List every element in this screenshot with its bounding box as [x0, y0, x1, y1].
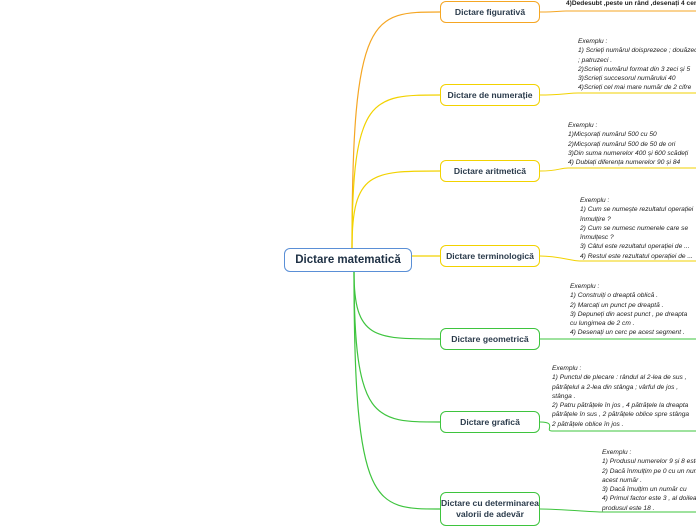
connector-0	[351, 11, 441, 249]
note-line: Exemplu :	[568, 122, 598, 129]
note-line: Exemplu :	[602, 449, 632, 456]
note-line: stânga .	[552, 392, 576, 400]
note-line: produsul este 18 .	[602, 504, 655, 512]
branch-dictare-grafica[interactable]: Dictare grafică	[440, 411, 540, 433]
connector-2	[351, 170, 441, 249]
note-dictare-figurativa: 4)Dedesubt ,peste un rând ,desenați 4 ce…	[566, 0, 696, 8]
note-line: 1) Cum se numește rezultatul operației	[580, 206, 694, 214]
note-dictare-valoare-adevar: Exemplu : 1) Produsul numerelor 9 și 8 es…	[602, 448, 696, 513]
note-connector-1	[539, 92, 696, 96]
note-line: 2 pătrățele oblice în jos .	[552, 420, 624, 428]
note-connector-3	[539, 255, 696, 262]
note-line: 2)Micșorați numărul 500 de 50 de ori	[568, 140, 676, 148]
note-connector-0	[539, 10, 696, 13]
note-line: 2) Dacă înmulțim pe 0 cu un număr	[602, 467, 696, 475]
branch-dictare-valoare-adevar[interactable]: Dictare cu determinarea valorii de adevă…	[440, 492, 540, 526]
note-line: 1) Punctul de plecare : rândul al 2-lea …	[552, 374, 687, 382]
note-line: pătrățele în sus , 2 pătrățele oblice sp…	[552, 411, 690, 419]
branch-dictare-terminologica[interactable]: Dictare terminologică	[440, 245, 540, 267]
note-line: 3) Câtul este rezultatul operației de ..…	[580, 243, 690, 251]
note-line: 2) Marcați un punct pe dreaptă .	[570, 301, 664, 309]
note-line: acest număr .	[602, 476, 642, 484]
note-line: 4) Primul factor este 3 , al doilea	[602, 495, 696, 503]
branch-dictare-figurativa[interactable]: Dictare figurativă	[440, 1, 540, 23]
note-line: ; patruzeci .	[578, 56, 613, 64]
note-connector-5	[539, 421, 696, 432]
note-line: 4) Dublați diferența numerelor 90 și 84	[568, 159, 681, 167]
note-connector-6	[539, 508, 696, 513]
note-line: Exemplu :	[552, 365, 582, 372]
note-line: 1) Construiți o dreaptă oblică .	[570, 292, 658, 300]
note-line: 3)Din suma numerelor 400 și 600 scădeți	[568, 149, 689, 157]
branch-dictare-geometrica[interactable]: Dictare geometrică	[440, 328, 540, 350]
note-line: înmulțire ?	[580, 215, 611, 223]
note-line: 1) Scrieți numărul doisprezece ; douăzec…	[578, 47, 696, 55]
note-line: pătrățelul a 2-lea din stânga ; vârful d…	[552, 383, 679, 391]
note-line: Exemplu :	[578, 38, 608, 45]
note-line: 3)Scrieți succesorul numărului 40	[578, 75, 676, 83]
connector-4	[353, 271, 441, 340]
note-line: cu lungimea de 2 cm .	[570, 320, 635, 328]
connector-5	[353, 271, 441, 423]
branch-dictare-aritmetica[interactable]: Dictare aritmetică	[440, 160, 540, 182]
note-line: Exemplu :	[580, 197, 610, 204]
note-line: 4) Desenați un cerc pe acest segment .	[570, 329, 685, 337]
note-line: 3) Depuneți din acest punct , pe dreapta	[570, 310, 688, 318]
connector-1	[351, 94, 441, 249]
note-line: 2)Scrieți numărul format din 3 zeci și 5	[578, 65, 691, 73]
root-node[interactable]: Dictare matematică	[284, 248, 412, 272]
note-dictare-terminologica: Exemplu : 1) Cum se numește rezultatul op…	[580, 196, 696, 261]
note-line: 1)Micșorați numărul 500 cu 50	[568, 131, 657, 139]
note-line: 2) Patru pătrățele în jos , 4 pătrățele …	[552, 402, 689, 410]
note-line: Exemplu :	[570, 283, 600, 290]
note-dictare-geometrica: Exemplu : 1) Construiți o dreaptă oblică …	[570, 282, 696, 338]
note-dictare-grafica: Exemplu : 1) Punctul de plecare : rândul …	[552, 364, 696, 429]
note-line: înmulțesc ?	[580, 234, 614, 242]
note-line: 4)Dedesubt ,peste un rând ,desenați 4 ce…	[566, 0, 696, 7]
note-line: 4) Restul este rezultatul operației de .…	[580, 252, 693, 260]
note-dictare-de-numeratie: Exemplu : 1) Scrieți numărul doisprezece …	[578, 37, 696, 93]
note-line: 2) Cum se numesc numerele care se	[580, 224, 689, 232]
note-line: 1) Produsul numerelor 9 și 8 este	[602, 458, 696, 466]
note-line: 3) Dacă îmulțim un număr cu	[602, 486, 687, 494]
note-connector-2	[539, 167, 696, 172]
note-line: 4)Scrieți cel mai mare număr de 2 cifre	[578, 84, 692, 92]
connector-6	[353, 271, 441, 510]
branch-dictare-de-numeratie[interactable]: Dictare de numerație	[440, 84, 540, 106]
